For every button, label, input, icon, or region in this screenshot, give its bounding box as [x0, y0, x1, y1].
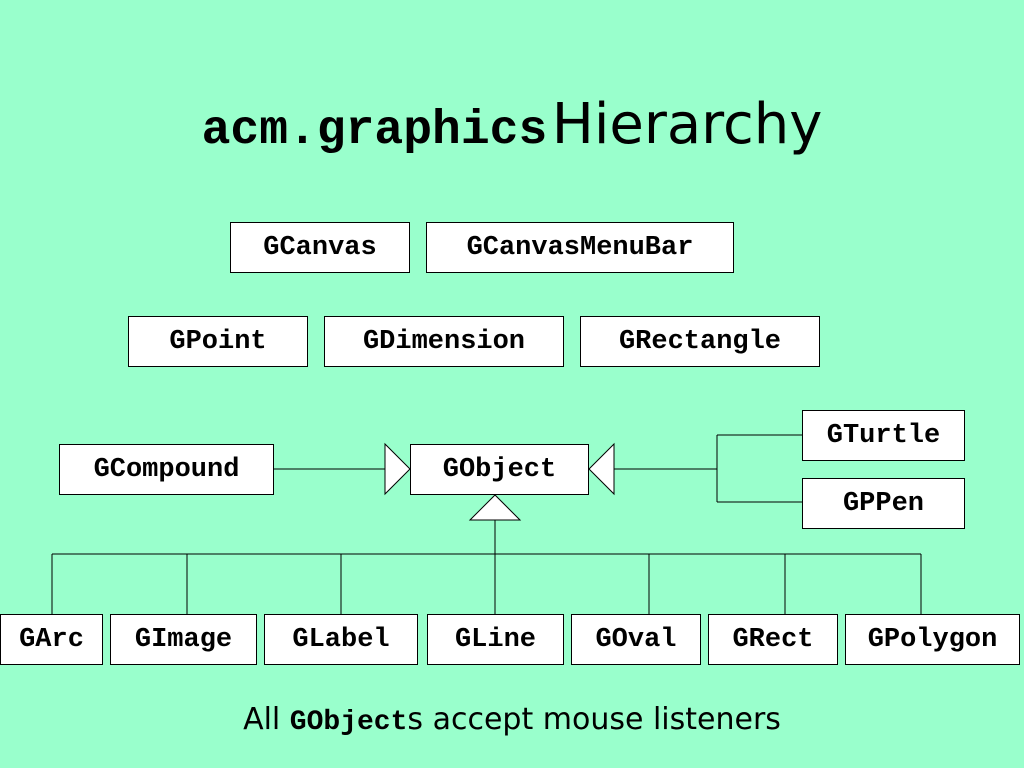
class-box-grect: GRect	[708, 614, 838, 665]
class-box-garc: GArc	[0, 614, 103, 665]
class-box-gcanvasmenubar: GCanvasMenuBar	[426, 222, 734, 273]
footer-prefix: All	[243, 702, 290, 737]
class-box-gpoint: GPoint	[128, 316, 308, 367]
footer-class-name: GObject	[289, 707, 408, 738]
class-box-gimage: GImage	[110, 614, 257, 665]
inheritance-arrow-bottom	[468, 494, 522, 521]
class-box-gcompound: GCompound	[59, 444, 274, 495]
class-box-glabel: GLabel	[264, 614, 418, 665]
page-title: acm.graphics Hierarchy	[0, 92, 1024, 158]
class-box-gdimension: GDimension	[324, 316, 564, 367]
class-box-gpolygon: GPolygon	[845, 614, 1020, 665]
footer-note: All GObjects accept mouse listeners	[0, 702, 1024, 738]
inheritance-arrow-right	[588, 442, 615, 496]
inheritance-arrow-left	[384, 442, 411, 496]
class-box-gcanvas: GCanvas	[230, 222, 410, 273]
title-package-name: acm.graphics	[201, 104, 548, 158]
class-box-gline: GLine	[427, 614, 564, 665]
title-text: Hierarchy	[551, 92, 823, 157]
footer-suffix: s accept mouse listeners	[407, 702, 781, 737]
class-box-goval: GOval	[571, 614, 701, 665]
class-box-gpen: GPPen	[802, 478, 965, 529]
class-box-gobject: GObject	[410, 444, 589, 495]
class-box-gturtle: GTurtle	[802, 410, 965, 461]
class-box-grectangle: GRectangle	[580, 316, 820, 367]
